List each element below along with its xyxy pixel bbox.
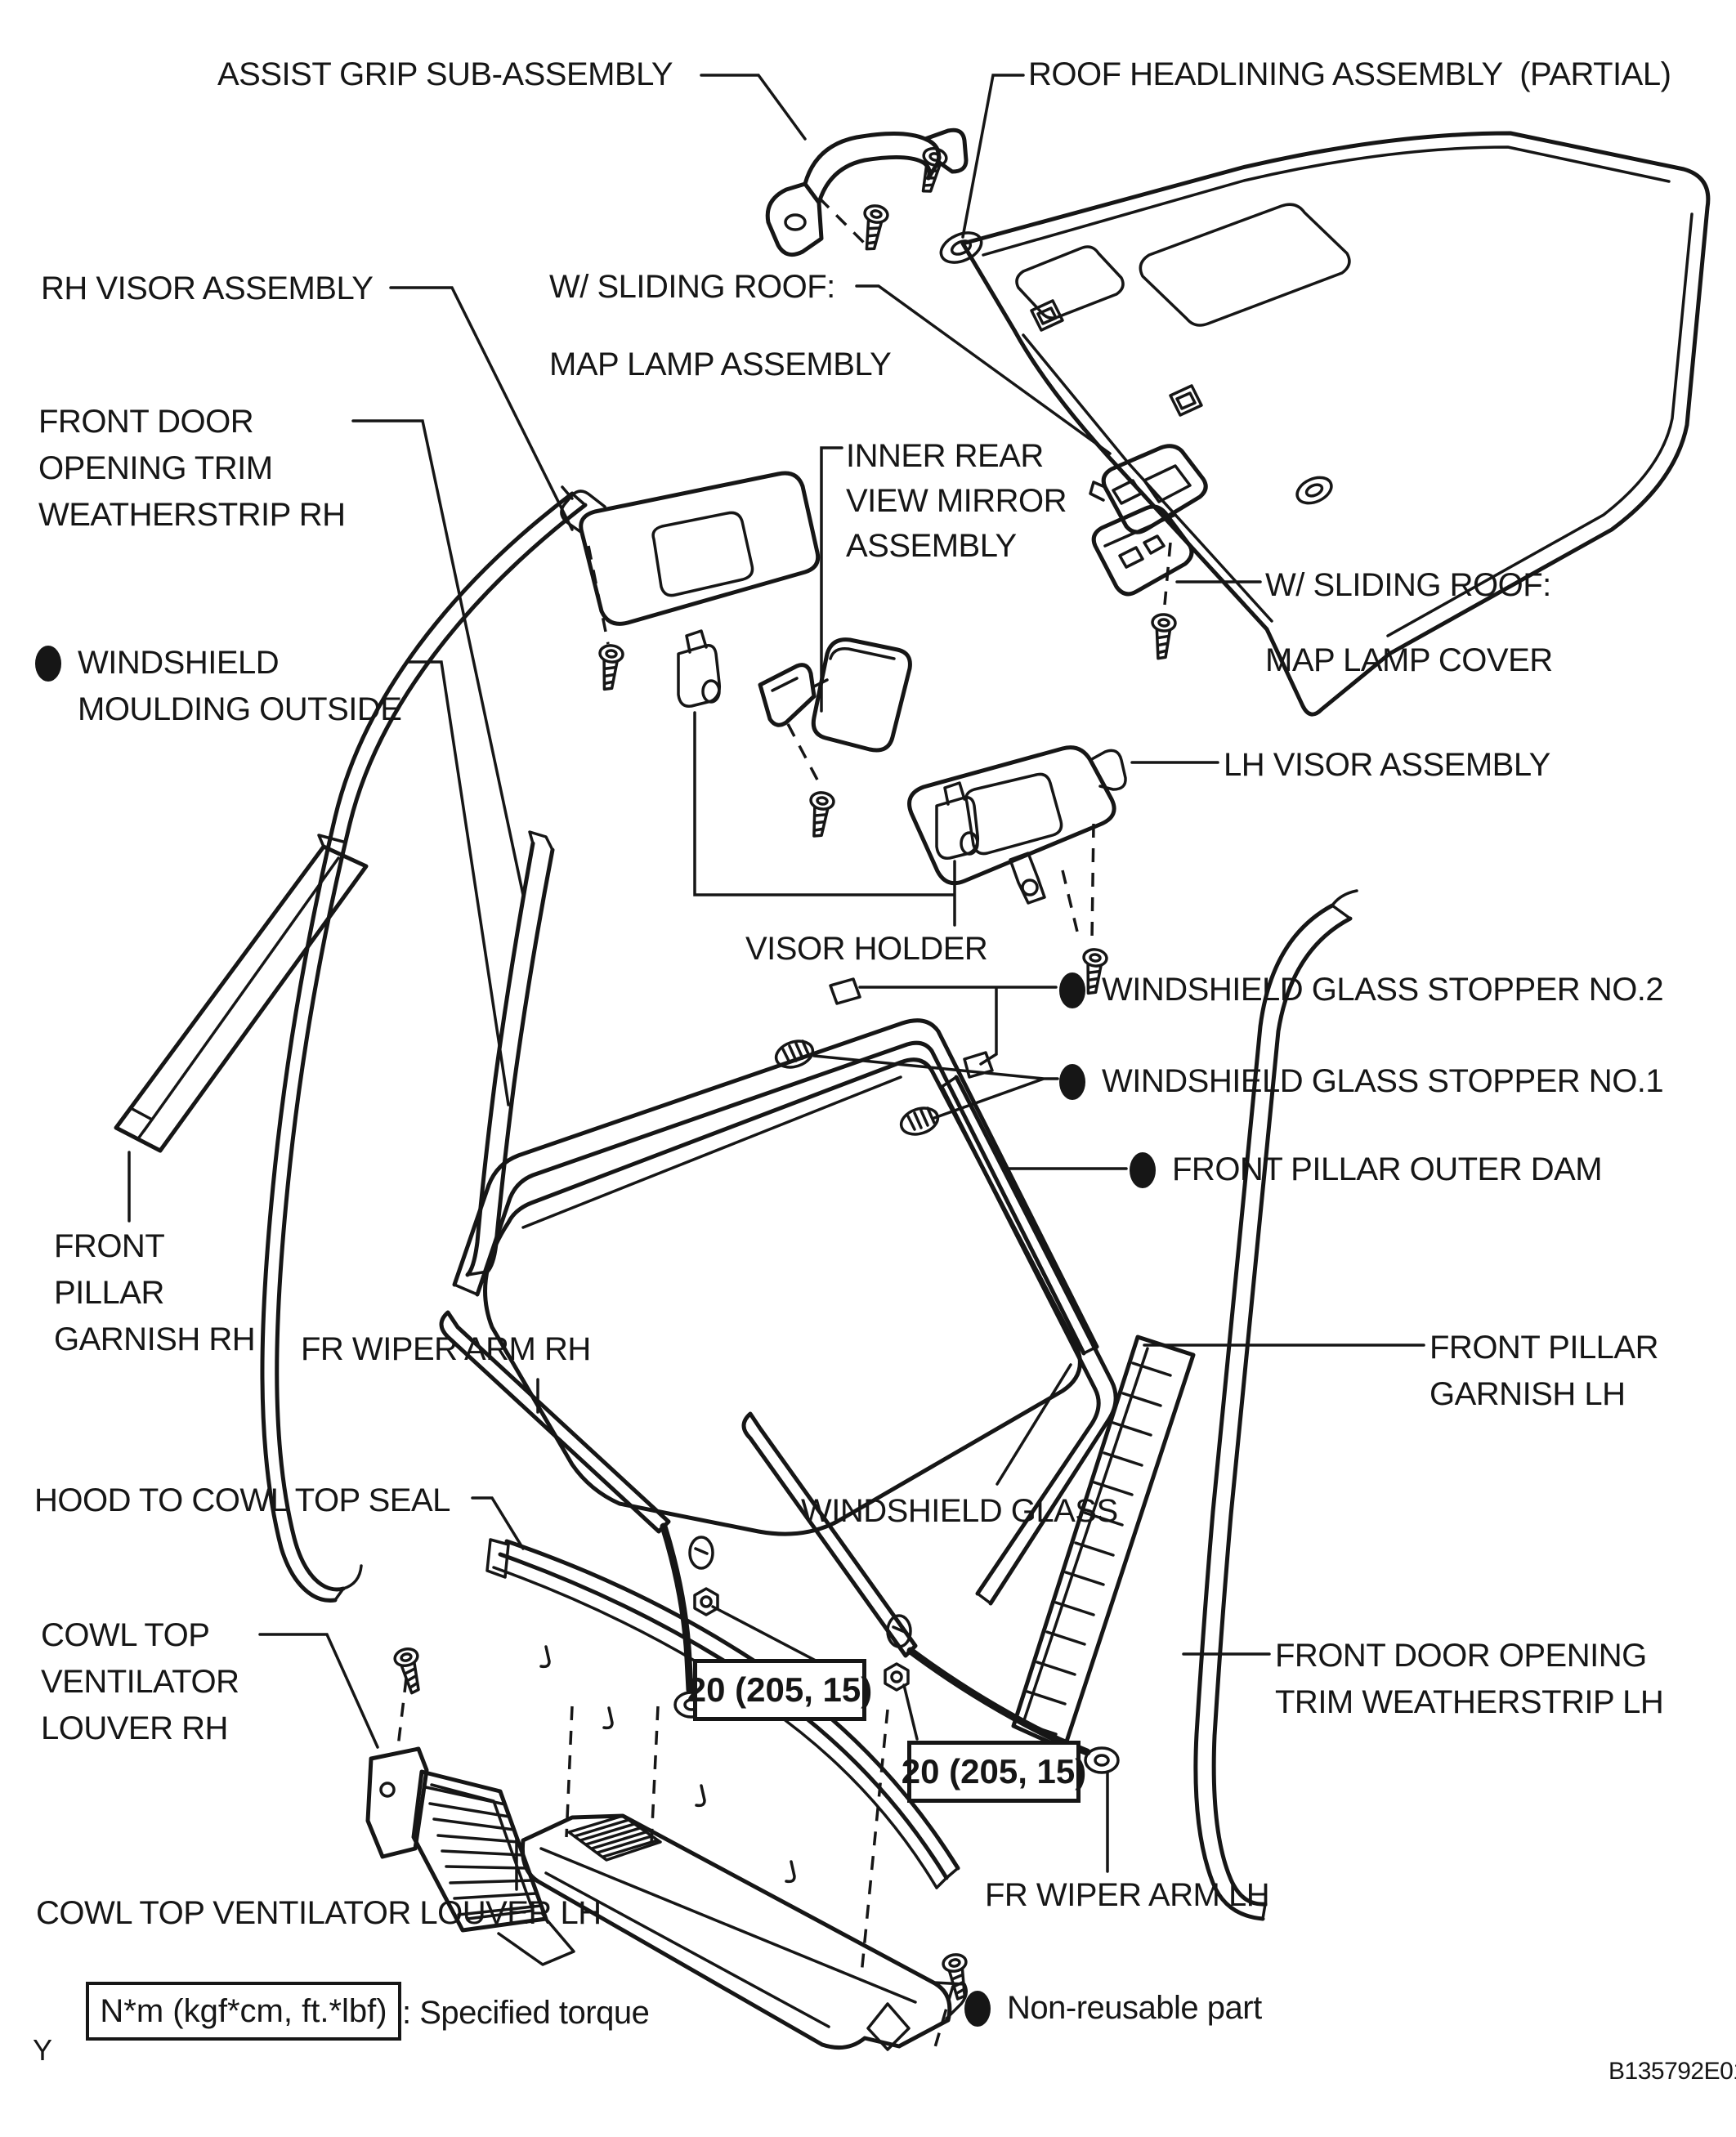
label-glass-stopper-no1-bullet-icon [1059,1064,1085,1100]
label-inner-mirror-3: ASSEMBLY [846,528,1017,564]
label-fr-wiper-arm-lh: FR WIPER ARM LH [985,1877,1270,1913]
label-cowl-louver-rh-3: LOUVER RH [41,1710,228,1746]
label-front-door-weatherstrip-lh-1: FRONT DOOR OPENING [1275,1638,1647,1674]
label-front-door-weatherstrip-rh-3: WEATHERSTRIP RH [38,497,346,533]
label-front-door-weatherstrip-lh-2: TRIM WEATHERSTRIP LH [1275,1684,1664,1720]
label-cowl-louver-lh: COWL TOP VENTILATOR LOUVER LH [36,1895,602,1931]
label-front-pillar-outer-dam-bullet-icon [1130,1152,1156,1188]
label-w-sliding-roof-1: W/ SLIDING ROOF: [549,269,835,305]
label-windshield-moulding-1-bullet-icon [35,646,61,682]
torque-box-rh: 20 (205, 15) [687,1659,872,1721]
label-glass-stopper-no1: WINDSHIELD GLASS STOPPER NO.1 [1059,1062,1664,1100]
label-front-pillar-garnish-rh-2: PILLAR [54,1275,164,1311]
torque-legend-text: N*m (kgf*cm, ft.*lbf) [100,1992,387,2029]
label-cowl-louver-rh-2: VENTILATOR [41,1664,239,1700]
label-map-lamp-assembly: MAP LAMP ASSEMBLY [549,346,892,382]
label-front-pillar-garnish-rh-3: GARNISH RH [54,1321,256,1357]
label-fr-wiper-arm-rh: FR WIPER ARM RH [301,1331,591,1367]
legend-non-reusable-part: Non-reusable part [964,1989,1262,2027]
label-w-sliding-roof-2: W/ SLIDING ROOF: [1265,567,1551,603]
windshield-moulding-drawing [454,832,1097,1353]
front-door-weatherstrip-lh-drawing [1196,891,1357,1919]
torque-box-lh: 20 (205, 15) [902,1741,1086,1803]
label-windshield-moulding-1: WINDSHIELD [35,644,280,682]
label-front-door-weatherstrip-rh-1: FRONT DOOR [38,404,254,440]
label-map-lamp-cover: MAP LAMP COVER [1265,642,1553,678]
drawing-code: B135792E01 [1608,2058,1736,2085]
label-front-pillar-garnish-rh-1: FRONT [54,1228,165,1264]
label-windshield-moulding-2: MOULDING OUTSIDE [78,691,402,727]
cowl-louver-rh-drawing [368,1645,574,1965]
label-visor-holder: VISOR HOLDER [745,931,988,967]
dashed-assembly-lines [397,198,1170,2053]
label-front-door-weatherstrip-rh-2: OPENING TRIM [38,450,273,486]
front-door-weatherstrip-rh-drawing [262,494,585,1600]
label-windshield-glass: WINDSHIELD GLASS [801,1493,1118,1529]
roof-headlining-drawing [937,133,1708,714]
label-cowl-louver-rh-1: COWL TOP [41,1617,210,1653]
label-hood-to-cowl-top-seal: HOOD TO COWL TOP SEAL [34,1482,450,1518]
legend-non-reusable-part-bullet-icon [964,1991,991,2027]
inner-mirror-drawing [760,640,910,840]
label-glass-stopper-no2: WINDSHIELD GLASS STOPPER NO.2 [1059,971,1664,1008]
label-front-pillar-outer-dam: FRONT PILLAR OUTER DAM [1130,1151,1603,1188]
fr-wiper-arm-lh-drawing [744,1414,1118,1773]
front-pillar-garnish-rh-drawing [116,835,366,1151]
legend-specified-torque: : Specified torque [402,1995,650,2031]
windshield-glass-drawing [485,979,1081,1534]
leader-lines [129,75,1424,1889]
label-front-pillar-garnish-lh-1: FRONT PILLAR [1430,1330,1659,1366]
cowl-louver-lh-drawing [522,1816,974,2050]
label-glass-stopper-no2-bullet-icon [1059,972,1085,1008]
assist-grip-drawing [767,130,966,254]
label-rh-visor-assembly: RH VISOR ASSEMBLY [41,270,374,306]
label-inner-mirror-2: VIEW MIRROR [846,483,1067,519]
torque-legend-box: N*m (kgf*cm, ft.*lbf) [86,1982,401,2041]
label-inner-mirror-1: INNER REAR [846,438,1044,474]
front-pillar-garnish-lh-drawing [1013,1337,1193,1749]
map-lamp-drawing [1090,446,1206,661]
page-marker: Y [33,2033,52,2067]
rh-visor-drawing [562,473,818,708]
label-assist-grip-sub-assembly: ASSIST GRIP SUB-ASSEMBLY [217,56,673,92]
fr-wiper-arm-rh-drawing [441,1312,719,1717]
label-lh-visor-assembly: LH VISOR ASSEMBLY [1224,747,1550,783]
label-front-pillar-garnish-lh-2: GARNISH LH [1430,1376,1626,1412]
label-roof-headlining-assembly: ROOF HEADLINING ASSEMBLY (PARTIAL) [1028,56,1671,92]
